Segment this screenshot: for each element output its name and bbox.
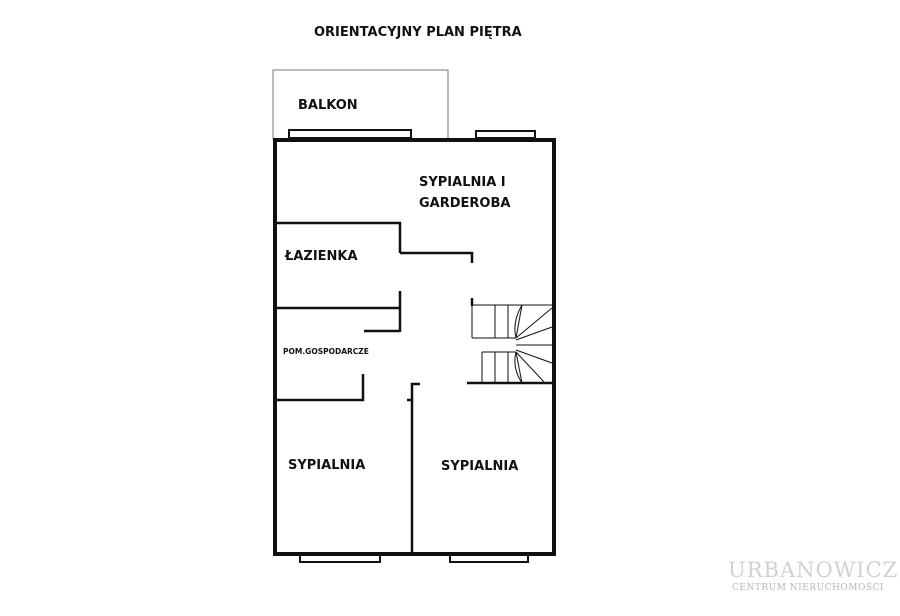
window-bottom-left xyxy=(299,554,381,563)
room-label-lazienka: ŁAZIENKA xyxy=(285,249,358,264)
room-label-sypialnia-garderoba-line2: GARDEROBA xyxy=(419,196,511,211)
watermark-subtitle: CENTRUM NIERUCHOMOŚCI xyxy=(732,583,884,593)
window-top-left xyxy=(288,129,412,139)
watermark-name: URBANOWICZ xyxy=(728,558,899,582)
staircase xyxy=(471,304,554,384)
room-label-balkon: BALKON xyxy=(298,98,358,113)
room-label-sypialnia-right: SYPIALNIA xyxy=(441,459,519,474)
plan-title: ORIENTACYJNY PLAN PIĘTRA xyxy=(314,25,522,40)
room-label-sypialnia-garderoba-line1: SYPIALNIA I xyxy=(419,175,506,190)
window-top-right xyxy=(475,130,536,139)
room-label-pom-gospodarcze: POM.GOSPODARCZE xyxy=(283,347,369,356)
interior-walls xyxy=(275,221,554,554)
window-bottom-right xyxy=(449,554,529,563)
outer-wall xyxy=(273,138,556,556)
room-label-sypialnia-left: SYPIALNIA xyxy=(288,458,366,473)
watermark-logo: URBANOWICZ CENTRUM NIERUCHOMOŚCI xyxy=(728,558,899,594)
